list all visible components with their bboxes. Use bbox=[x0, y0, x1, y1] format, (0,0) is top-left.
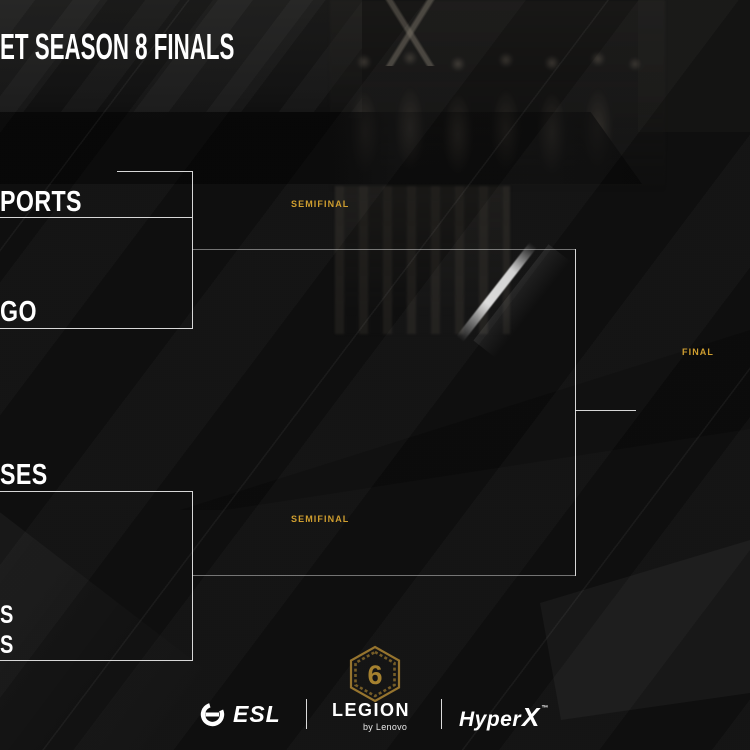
rainbow-six-siege-logo-icon: 6 bbox=[346, 645, 404, 703]
bracket-line-semifinal-2-winner bbox=[192, 575, 575, 576]
team-name-4: S S bbox=[0, 600, 14, 660]
hyperx-trademark: ™ bbox=[541, 705, 549, 712]
team-name-1: PORTS bbox=[0, 186, 82, 218]
page-title: ET SEASON 8 FINALS bbox=[0, 26, 235, 67]
esl-logo-icon bbox=[199, 701, 226, 728]
hyperx-wordmark-hyper: Hyper bbox=[459, 708, 522, 731]
background-diagonal-wedge-middle bbox=[180, 330, 750, 510]
semifinal-label-bottom: SEMIFINAL bbox=[291, 514, 350, 524]
legion-logo: LEGION by Lenovo bbox=[323, 700, 419, 732]
final-label: FINAL bbox=[682, 347, 714, 357]
esl-wordmark: ESL bbox=[233, 700, 281, 727]
bracket-line-semifinal-1-winner bbox=[192, 249, 575, 250]
background-diagonal-wedge-bottom-right bbox=[540, 540, 750, 720]
legion-by-lenovo-label: by Lenovo bbox=[363, 722, 408, 732]
team-name-4-line-2: S bbox=[0, 631, 14, 659]
bracket-line-champion bbox=[575, 410, 636, 411]
team-name-4-line-1: S bbox=[0, 601, 14, 629]
stage-truss-silhouette bbox=[382, 0, 438, 66]
bracket-connector-semifinal-2 bbox=[192, 491, 193, 661]
team-name-2: GO bbox=[0, 296, 37, 328]
svg-text:6: 6 bbox=[367, 660, 382, 690]
background-dark-band bbox=[0, 112, 642, 184]
bracket-line-team-2 bbox=[0, 328, 192, 329]
background-top-left-texture bbox=[0, 0, 362, 118]
hyperx-wordmark-x: X bbox=[522, 702, 540, 732]
semifinal-label-top: SEMIFINAL bbox=[291, 199, 350, 209]
bracket-connector-final bbox=[575, 249, 576, 576]
team-name-3: SES bbox=[0, 459, 48, 491]
sponsor-divider-2 bbox=[441, 699, 442, 729]
bracket-line-team-3 bbox=[0, 491, 192, 492]
sponsor-divider-1 bbox=[306, 699, 307, 729]
bracket-connector-semifinal-1 bbox=[192, 171, 193, 329]
bracket-line-team-1 bbox=[0, 217, 192, 218]
bracket-line-winner-slot-top bbox=[117, 171, 192, 172]
bracket-line-team-4 bbox=[0, 660, 192, 661]
hyperx-logo: Hyper X ™ bbox=[459, 702, 548, 733]
legion-wordmark: LEGION bbox=[331, 700, 410, 720]
esl-logo: ESL bbox=[199, 699, 281, 729]
